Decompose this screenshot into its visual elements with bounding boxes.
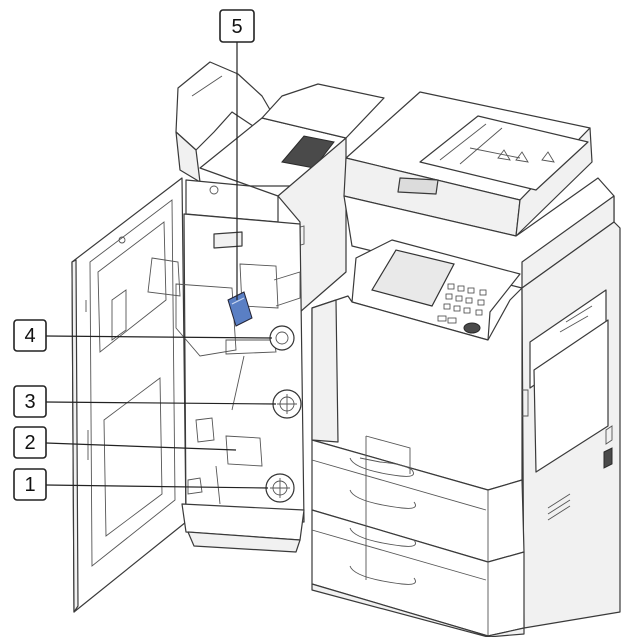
staple-cartridge[interactable] <box>227 291 253 327</box>
callout-1: 1 <box>13 468 269 501</box>
callout-2: 2 <box>13 426 237 459</box>
callout-label-1: 1 <box>24 474 35 496</box>
callout-4: 4 <box>13 319 273 352</box>
callout-label-5: 5 <box>231 16 242 38</box>
start-button[interactable] <box>463 322 481 334</box>
printer-main-body <box>311 91 621 637</box>
callout-3: 3 <box>13 385 277 418</box>
callout-label-3: 3 <box>24 391 35 413</box>
knob-middle[interactable] <box>272 389 302 419</box>
callout-label-4: 4 <box>24 325 35 347</box>
callout-5: 5 <box>219 9 255 300</box>
knob-lower[interactable] <box>265 473 295 503</box>
touch-screen[interactable] <box>371 249 455 307</box>
keypad[interactable] <box>443 283 487 316</box>
finisher-front-door[interactable] <box>71 177 187 613</box>
knob-upper[interactable] <box>269 325 295 351</box>
finisher-unit <box>147 61 385 553</box>
callout-label-2: 2 <box>24 432 35 454</box>
